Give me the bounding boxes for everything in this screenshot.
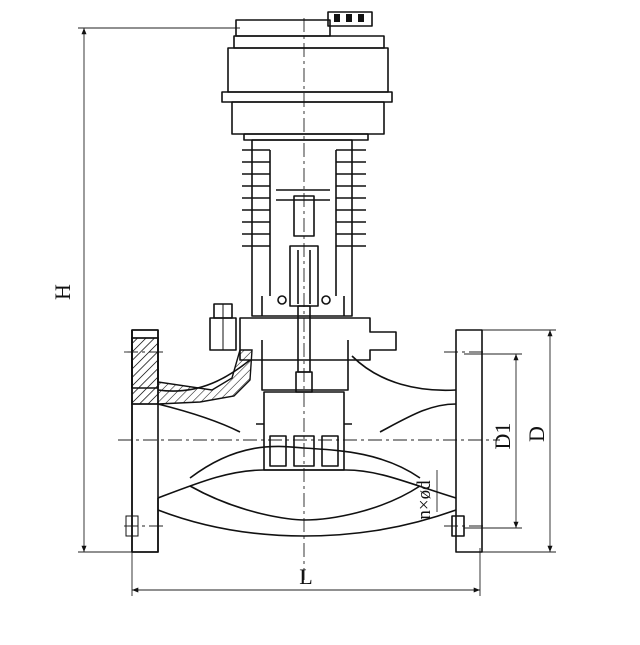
actuator-connector	[327, 11, 373, 27]
yoke-pin-left	[277, 295, 287, 305]
dimension-lines	[78, 27, 556, 596]
lower-body-outer	[157, 509, 457, 537]
connector-pin-2	[346, 14, 352, 22]
label-length: L	[299, 564, 312, 589]
lower-body-inner	[157, 469, 457, 499]
stem-connector	[293, 195, 315, 237]
bonnet-neck	[261, 340, 349, 391]
actuator-housing-upper	[227, 47, 389, 93]
bonnet-flange	[239, 317, 397, 361]
actuator-housing-lower	[231, 101, 385, 135]
valve-stem	[297, 305, 311, 373]
bowl-inner-curve	[189, 445, 421, 479]
left-bolt-hole	[125, 515, 139, 537]
yoke-posts	[269, 150, 337, 296]
left-upper-wall-outer	[157, 359, 251, 392]
yoke-frame	[251, 139, 353, 317]
connector-pin-3	[358, 14, 364, 22]
yoke-pin-right	[321, 295, 331, 305]
cage-window-right	[321, 435, 339, 467]
left-upper-wall	[157, 403, 241, 433]
actuator-mount-plate	[243, 133, 369, 141]
label-height: H	[50, 284, 75, 300]
label-flange-od: D	[524, 426, 549, 442]
left-flange-section-hatch	[131, 337, 159, 405]
bowl-bottom-curve	[189, 485, 421, 521]
label-bolt-holes: n×ød	[414, 480, 435, 520]
right-flange	[455, 329, 483, 553]
connector-pin-1	[334, 14, 340, 22]
actuator-cover-top	[235, 19, 331, 37]
right-upper-wall	[379, 403, 457, 433]
cage-window-left	[269, 435, 287, 467]
cage-window-center	[293, 435, 315, 467]
actuator-housing-band	[221, 91, 393, 103]
left-flange	[131, 329, 159, 553]
actuator-top-cap	[233, 35, 385, 49]
electric-actuator	[221, 11, 393, 141]
center-lines	[118, 18, 500, 580]
right-upper-wall-outer	[351, 355, 457, 392]
label-bolt-circle: D1	[490, 423, 515, 450]
stem-coupling	[276, 189, 330, 201]
valve-cage	[263, 391, 345, 471]
valve-body	[125, 303, 483, 553]
right-bolt-hole	[451, 515, 465, 537]
cooling-fins-right	[336, 149, 366, 247]
yoke-legs	[261, 296, 345, 316]
cooling-fins-left	[242, 149, 270, 247]
